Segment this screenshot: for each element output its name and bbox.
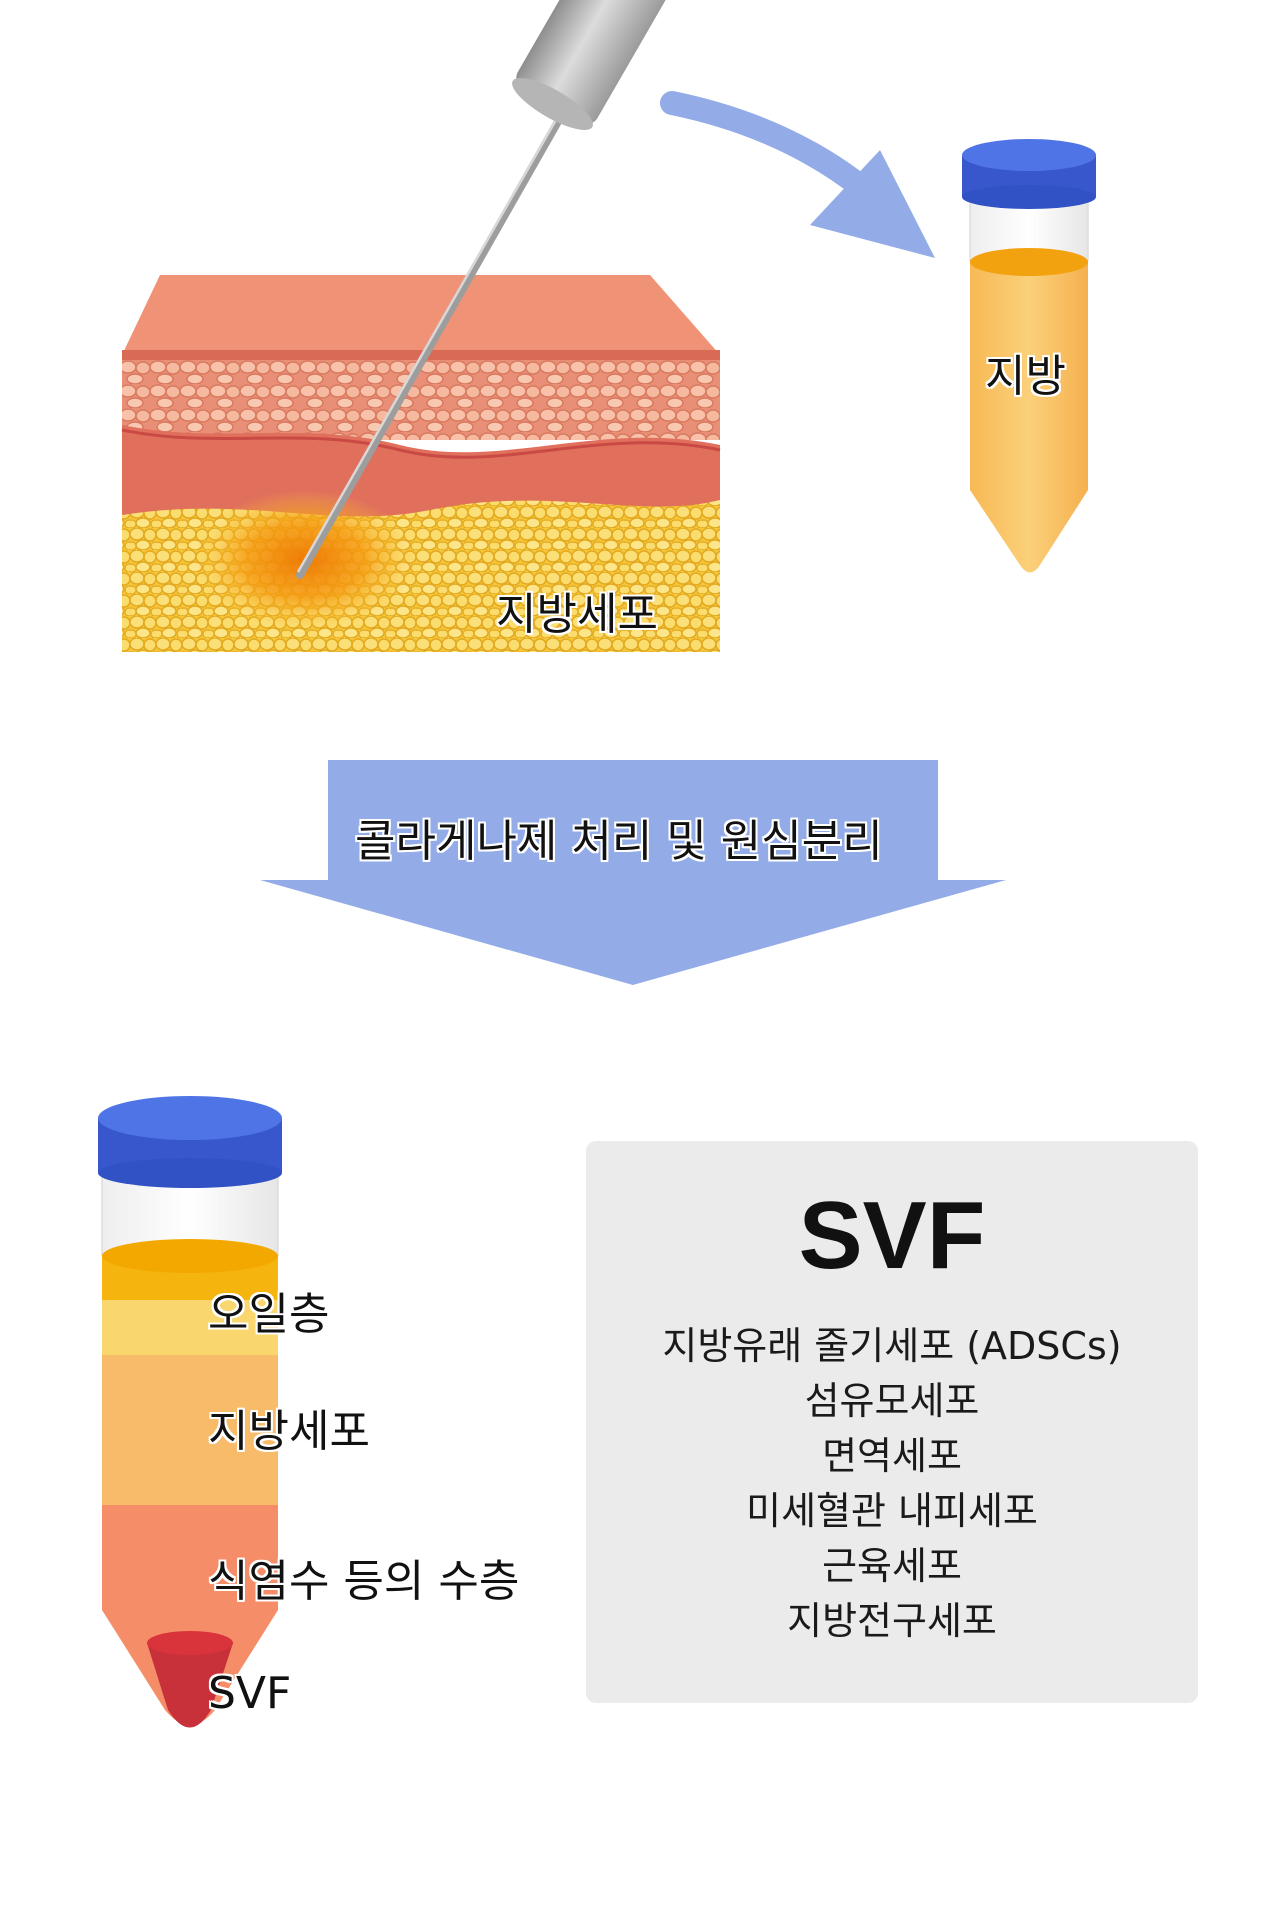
svf-cell-item: 지방유래 줄기세포 (ADSCs) [662,1324,1122,1368]
tube-fat-fill [970,260,1088,573]
svf-pellet [147,1643,233,1728]
fat-cell-layer-label: 지방세포 [208,1406,370,1457]
epidermis-cells [122,360,720,440]
oil-layer-label: 오일층 [208,1289,330,1340]
tube-fat-label: 지방 [985,351,1066,402]
needle-shaft [296,100,572,579]
process-arrow [260,760,1006,985]
svf-cell-item: 지방전구세포 [787,1599,997,1643]
skin-tissue-block [121,275,721,652]
curved-arrow-head [810,150,935,258]
cannula-needle [296,0,672,579]
tube-cap-bottom [962,185,1096,209]
svf-pellet-surface [147,1631,233,1655]
dermis-border [121,428,721,459]
svf-layer-label: SVF [208,1668,292,1719]
tissue-fat-cells-label: 지방세포 [496,589,658,640]
tube2-cap-top [98,1096,282,1140]
svf-cell-item: 섬유모세포 [804,1379,980,1423]
fat-cell-layer [102,1355,278,1505]
needle-highlight [296,103,567,573]
svf-cell-item: 미세혈관 내피세포 [746,1489,1038,1533]
oil-layer-bottom [102,1300,278,1355]
oil-surface [102,1239,278,1273]
skin-surface [122,275,720,355]
tube-cap-top [962,139,1096,171]
fat-tube [962,139,1096,573]
svf-cell-item: 근육세포 [822,1544,962,1588]
svf-info-box: SVF 지방유래 줄기세포 (ADSCs) 섬유모세포 면역세포 미세혈관 내피… [586,1141,1198,1703]
svf-cell-list: 지방유래 줄기세포 (ADSCs) 섬유모세포 면역세포 미세혈관 내피세포 근… [586,1319,1198,1649]
tube-fat-surface [970,248,1088,276]
svf-cell-item: 면역세포 [822,1434,962,1478]
separated-tube [98,1096,282,1728]
process-step-label: 콜라게나제 처리 및 원심분리 [355,816,883,867]
tube2-cap-bottom [98,1158,282,1188]
needle-hub [512,0,672,130]
aqueous-layer [102,1505,278,1725]
svf-box-title: SVF [798,1182,986,1289]
aqueous-layer-label: 식염수 등의 수층 [208,1556,520,1607]
